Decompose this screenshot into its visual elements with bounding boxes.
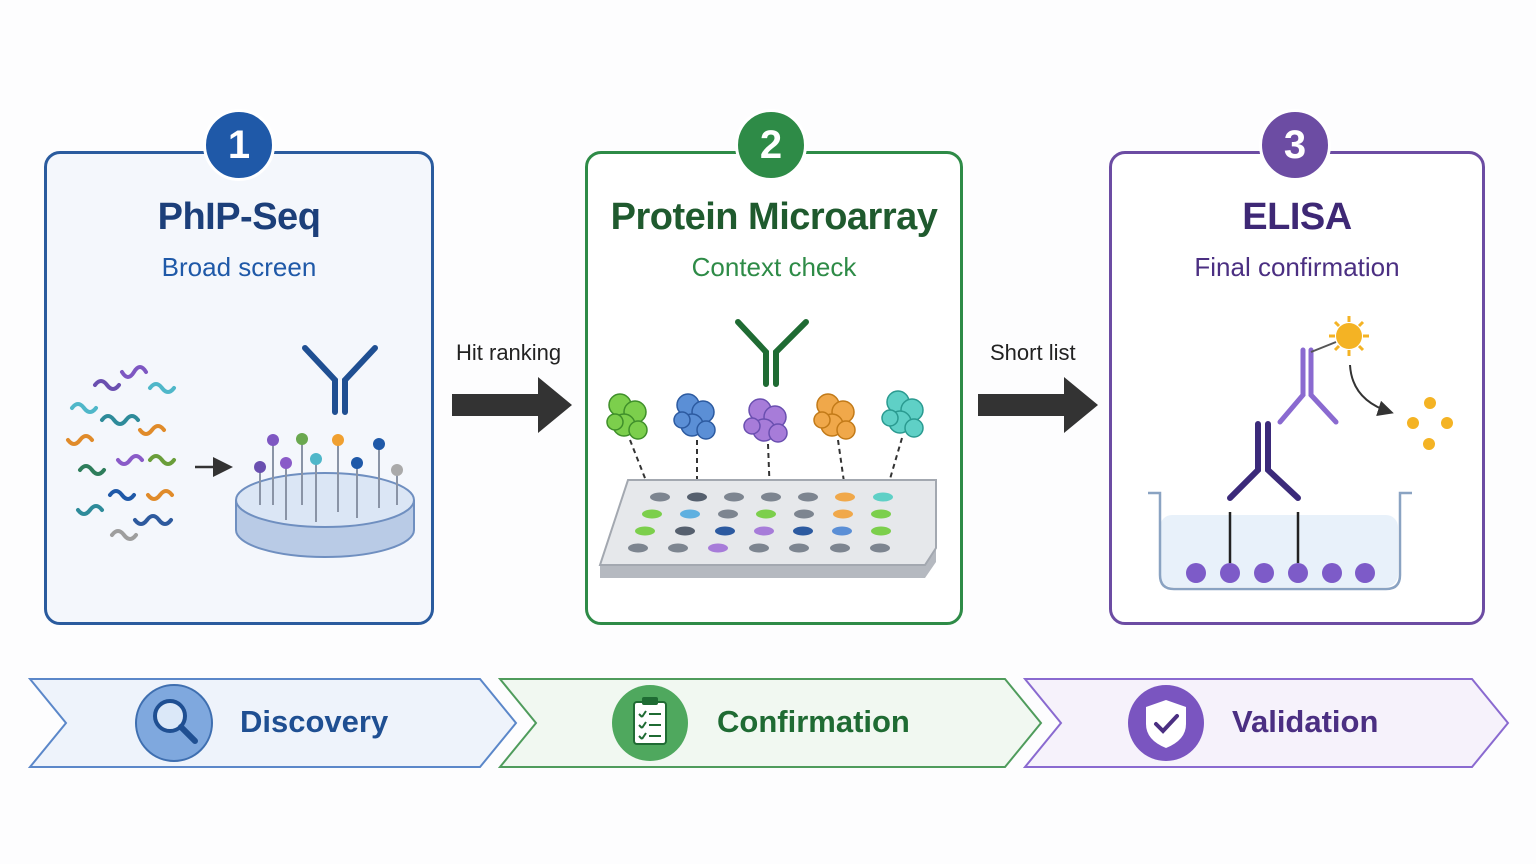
peptide-library-icon (66, 365, 176, 541)
step-1-subtitle: Broad screen (161, 252, 317, 282)
step-2-subtitle: Context check (691, 252, 857, 282)
transition-arrow-2 (978, 377, 1098, 433)
capture-antibody-icon (1227, 421, 1301, 501)
phase-validation-label: Validation (1232, 704, 1379, 739)
step-3-title: ELISA (1242, 196, 1352, 238)
phase-confirmation-label: Confirmation (717, 704, 910, 739)
step-2-badge: 2 (735, 109, 807, 181)
clipboard-checklist-icon (612, 685, 688, 761)
step-3-subtitle: Final confirmation (1194, 252, 1400, 282)
magnifier-icon (135, 684, 213, 762)
step-2-title: Protein Microarray (610, 196, 938, 238)
phase-discovery-label: Discovery (240, 704, 389, 739)
elisa-well-icon (1148, 491, 1412, 591)
transition-arrow-1 (452, 377, 572, 433)
shield-check-icon (1128, 685, 1204, 761)
transition-label-short-list: Short list (990, 340, 1076, 365)
enzyme-label-icon (1310, 316, 1453, 450)
step-1-title: PhIP-Seq (157, 196, 321, 238)
antibody-icon (735, 319, 809, 387)
step-1-badge: 1 (203, 109, 275, 181)
transition-label-hit-ranking: Hit ranking (456, 340, 562, 365)
antibody-icon (302, 345, 378, 415)
step-3-badge: 3 (1259, 109, 1331, 181)
petri-dish-icon (235, 433, 415, 558)
detection-antibody-icon (1277, 347, 1339, 425)
microarray-slide-icon (598, 479, 937, 578)
